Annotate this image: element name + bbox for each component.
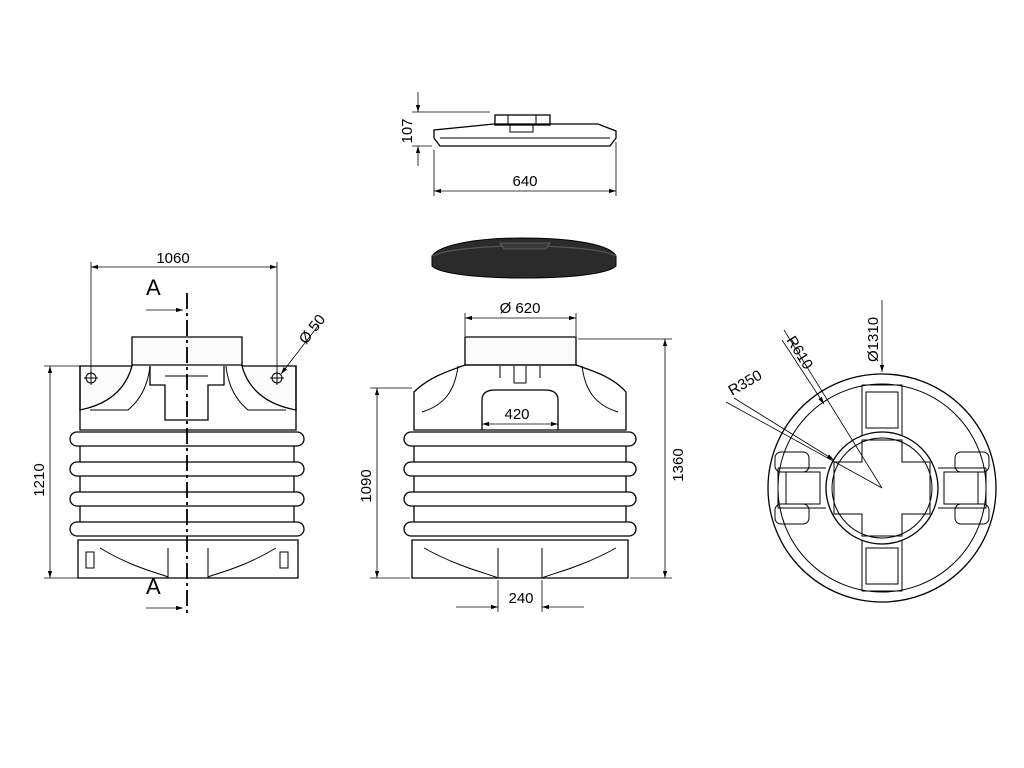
neck-diameter-label: Ø 620 (500, 300, 541, 317)
lid-height-label: 107 (399, 118, 416, 143)
hole-diameter-label: Ø 50 (296, 311, 329, 347)
lid-profile-view: 107 640 (399, 92, 617, 196)
bottom-width-label: 240 (508, 590, 533, 607)
section-width-label: 1060 (156, 250, 189, 267)
outer-diameter-label: Ø1310 (865, 317, 882, 362)
opening-width-label: 420 (504, 406, 529, 423)
section-mark-bottom: A (146, 574, 161, 599)
section-height-label: 1210 (31, 463, 48, 496)
top-view: Ø1310 R610 R350 (726, 300, 997, 603)
section-mark-top: A (146, 275, 161, 300)
outer-radius-label: R610 (783, 333, 816, 372)
inner-radius-label: R350 (726, 367, 766, 400)
lid-width-label: 640 (512, 173, 537, 190)
section-view: A A 1060 1210 Ø 50 (31, 250, 329, 614)
lid-3d-render (431, 237, 617, 279)
body-height-label: 1090 (358, 469, 375, 502)
total-height-label: 1360 (670, 448, 687, 481)
front-view: Ø 620 420 1090 1360 240 (358, 300, 687, 612)
